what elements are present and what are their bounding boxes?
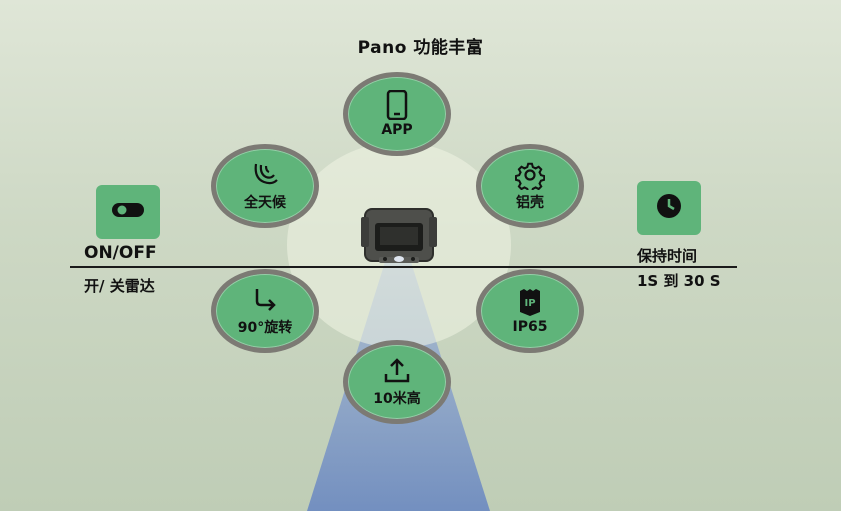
feature-label: IP65: [512, 319, 548, 335]
gear-icon: [515, 160, 545, 190]
toggle-icon-box: [96, 185, 160, 239]
hold-time-heading: 保持时间: [637, 247, 698, 265]
toggle-icon: [111, 202, 145, 222]
onoff-heading: ON/OFF: [84, 243, 157, 263]
feature-height: 10米高: [343, 340, 451, 424]
upload-icon: [382, 356, 412, 386]
turn-arrow-icon: [250, 285, 280, 315]
feature-label: 10米高: [373, 391, 421, 407]
horizon-line: [70, 266, 737, 268]
svg-text:IP: IP: [524, 298, 535, 309]
clock-icon-box: [637, 181, 701, 235]
feature-aluminum-shell: 铝壳: [476, 144, 584, 228]
feature-rotation: 90°旋转: [211, 269, 319, 353]
shield-ip-icon: IP: [515, 287, 545, 317]
feature-ip65: IP IP65: [476, 269, 584, 353]
feature-label: 90°旋转: [237, 320, 293, 336]
feature-label: APP: [381, 122, 413, 138]
camera-image: [361, 205, 437, 271]
feature-label: 铝壳: [516, 195, 544, 211]
clock-icon: [656, 193, 682, 223]
feature-all-weather: 全天候: [211, 144, 319, 228]
smartphone-icon: [382, 90, 412, 120]
feature-label: 全天候: [244, 195, 286, 211]
page-title: Pano 功能丰富: [357, 38, 484, 58]
all-weather-icon: [250, 160, 280, 190]
onoff-subtext: 开/ 关雷达: [84, 277, 155, 295]
feature-app: APP: [343, 72, 451, 156]
hold-time-range: 1S 到 30 S: [637, 272, 721, 290]
